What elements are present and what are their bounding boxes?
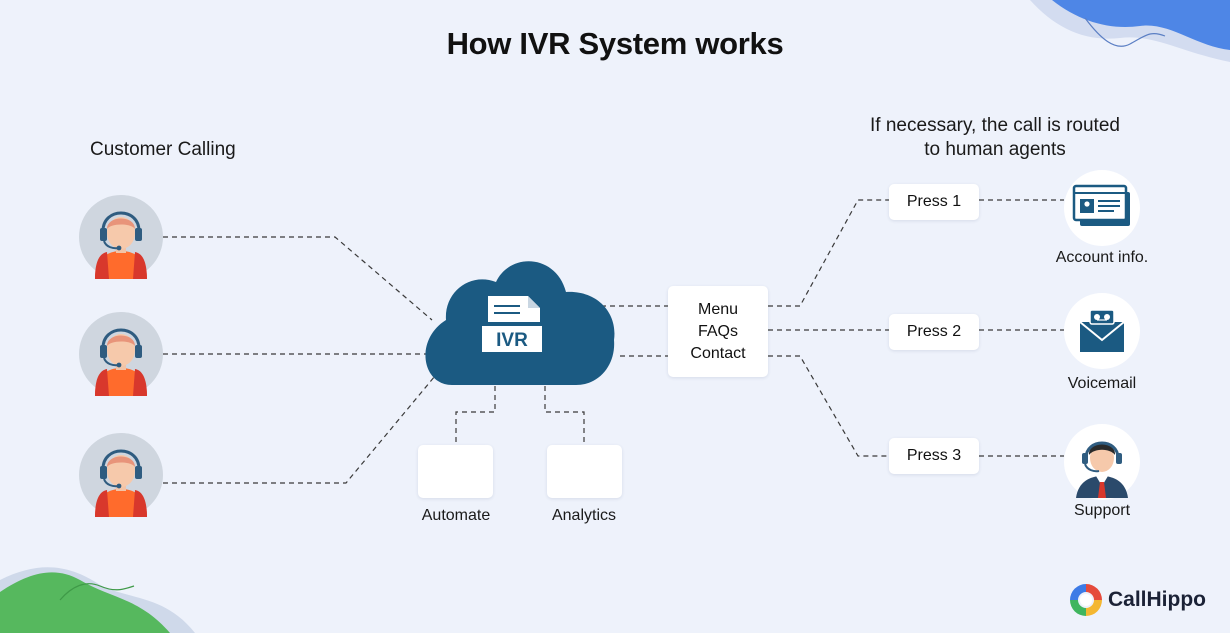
menu-options-box: Menu FAQs Contact xyxy=(668,286,768,377)
press-1-box: Press 1 xyxy=(889,184,979,220)
routing-note-line1: If necessary, the call is routed xyxy=(870,115,1120,136)
routing-note: If necessary, the call is routed to huma… xyxy=(820,114,1170,162)
support-label: Support xyxy=(1073,502,1131,519)
menu-option: Menu xyxy=(697,300,739,318)
voicemail-envelope-icon xyxy=(1064,293,1140,369)
corner-wave-bottom-left xyxy=(0,567,195,633)
callhippo-logo-icon xyxy=(1070,584,1102,616)
brand-logo-spacer xyxy=(1070,584,1102,616)
voicemail-label: Voicemail xyxy=(1067,375,1137,392)
press-3-box: Press 3 xyxy=(889,438,979,474)
menu-option: Contact xyxy=(690,344,746,362)
automate-label: Automate xyxy=(421,507,491,524)
analytics-box xyxy=(547,445,622,498)
press-2-box: Press 2 xyxy=(889,314,979,350)
analytics-label: Analytics xyxy=(551,507,617,524)
automate-box xyxy=(418,445,493,498)
ivr-cloud-icon: IVR xyxy=(425,261,615,385)
routing-note-line2: to human agents xyxy=(924,139,1066,160)
brand-logo: CallHippo xyxy=(1070,584,1206,616)
menu-option: FAQs xyxy=(697,322,738,340)
customer-agent-icon xyxy=(79,195,163,279)
diagram-title: How IVR System works xyxy=(446,26,784,61)
connector-lines xyxy=(163,199,1064,484)
brand-name: CallHippo xyxy=(1108,588,1206,611)
customer-agent-icon xyxy=(79,312,163,396)
support-agent-icon xyxy=(1064,424,1140,500)
account-info-label: Account info. xyxy=(1055,249,1149,266)
corner-wave-top-right xyxy=(1030,0,1230,62)
customers-label: Customer Calling xyxy=(90,139,236,160)
account-card-icon xyxy=(1064,170,1140,246)
ivr-label: IVR xyxy=(496,330,528,351)
customer-agent-icon xyxy=(79,433,163,517)
